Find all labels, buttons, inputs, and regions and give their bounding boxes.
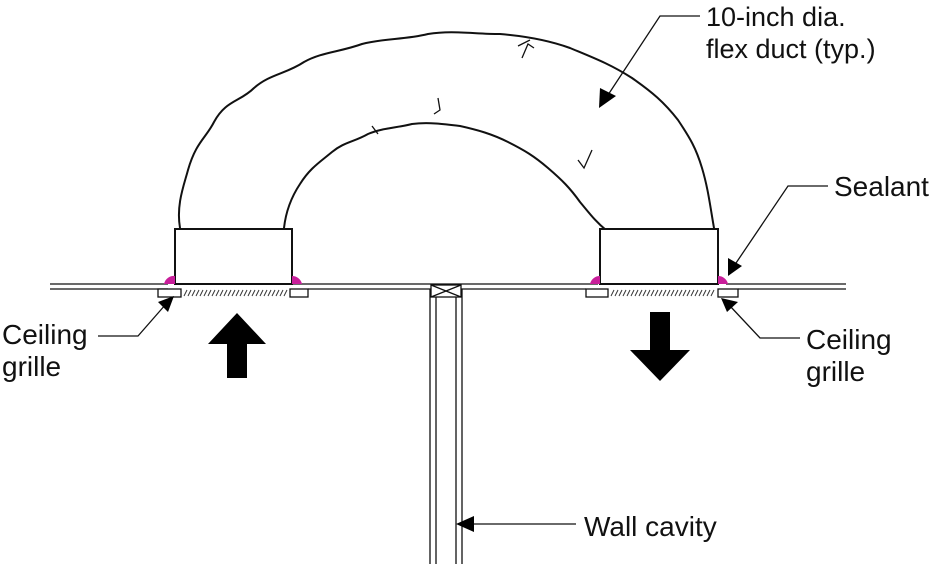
grille-slat xyxy=(191,289,196,297)
grille-slat xyxy=(203,289,208,297)
grille-slat xyxy=(610,289,615,297)
ceiling-grille-left-label-line2: grille xyxy=(2,351,61,382)
left-boot xyxy=(174,228,293,285)
grille-slat xyxy=(702,289,707,297)
arrowhead xyxy=(456,516,474,532)
grille-slat xyxy=(283,289,288,297)
arrowhead xyxy=(728,258,742,276)
grille-slat xyxy=(698,289,703,297)
flex-duct-inner xyxy=(283,122,607,231)
ceiling-grille-left-leader xyxy=(98,296,174,337)
flex-duct-wire-strands xyxy=(371,39,593,170)
grille-slat xyxy=(642,289,647,297)
grille-slat xyxy=(710,289,715,297)
airflow-up-arrow xyxy=(208,313,266,378)
grille-slat xyxy=(614,289,619,297)
ceiling-grille-right-label-line2: grille xyxy=(806,356,865,387)
sealant-bead xyxy=(292,275,302,284)
sealant-leader xyxy=(728,185,828,276)
grille-slat xyxy=(654,289,659,297)
grille-slat xyxy=(243,289,248,297)
grille-slat xyxy=(207,289,212,297)
grille-slat xyxy=(195,289,200,297)
wall-cavity xyxy=(429,284,463,564)
arrowhead xyxy=(721,298,738,312)
grille-slat xyxy=(199,289,204,297)
airflow-down-arrow xyxy=(630,312,690,381)
grille-slat xyxy=(682,289,687,297)
left-ceiling-grille xyxy=(157,288,309,298)
ceiling-grille-right-label-line1: Ceiling xyxy=(806,324,892,355)
grille-slat xyxy=(694,289,699,297)
grille-slat xyxy=(686,289,691,297)
right-ceiling-grille xyxy=(585,288,739,298)
grille-slat xyxy=(247,289,252,297)
grille-slat xyxy=(674,289,679,297)
grille-slat xyxy=(678,289,683,297)
grille-slat xyxy=(235,289,240,297)
grille-slat xyxy=(646,289,651,297)
sealant-bead xyxy=(718,275,728,284)
right-boot xyxy=(599,228,719,285)
grille-slat xyxy=(618,289,623,297)
grille-slat xyxy=(666,289,671,297)
grille-slat xyxy=(662,289,667,297)
flex-duct-label-line2: flex duct (typ.) xyxy=(706,34,876,64)
arrowhead xyxy=(158,296,174,312)
grille-slat xyxy=(279,289,284,297)
grille-slat xyxy=(211,289,216,297)
flex-duct-label-line1: 10-inch dia. xyxy=(706,2,846,32)
wall-cavity-label: Wall cavity xyxy=(584,511,717,542)
grille-slat xyxy=(183,289,188,297)
grille-slat xyxy=(622,289,627,297)
sealant-bead xyxy=(590,275,600,284)
flex-duct-outer xyxy=(178,31,715,229)
grille-slat xyxy=(255,289,260,297)
ceiling-right xyxy=(726,283,846,290)
ceiling-left xyxy=(50,283,168,290)
grille-slat xyxy=(650,289,655,297)
flex-duct-leader xyxy=(599,15,700,108)
grille-slat xyxy=(271,289,276,297)
grille-slat xyxy=(187,289,192,297)
grille-slat xyxy=(630,289,635,297)
grille-slat xyxy=(219,289,224,297)
ceiling-grille-left-label-line1: Ceiling xyxy=(2,319,88,350)
grille-slat xyxy=(231,289,236,297)
grille-slat xyxy=(215,289,220,297)
grille-slat xyxy=(658,289,663,297)
grille-slat xyxy=(259,289,264,297)
grille-slat xyxy=(267,289,272,297)
grille-slat xyxy=(227,289,232,297)
wall-cavity-leader xyxy=(456,516,576,532)
grille-slat xyxy=(670,289,675,297)
grille-slat xyxy=(626,289,631,297)
ceiling-grille-right-leader xyxy=(721,298,800,339)
grille-slat xyxy=(706,289,711,297)
sealant-beads xyxy=(164,275,728,284)
arrowhead xyxy=(599,88,616,108)
grille-slat xyxy=(263,289,268,297)
grille-slat xyxy=(638,289,643,297)
grille-slat xyxy=(239,289,244,297)
grille-slat xyxy=(251,289,256,297)
sealant-bead xyxy=(164,275,175,284)
grille-slat xyxy=(690,289,695,297)
grille-slat xyxy=(223,289,228,297)
sealant-label: Sealant xyxy=(834,171,929,202)
grille-slat xyxy=(275,289,280,297)
grille-slat xyxy=(634,289,639,297)
